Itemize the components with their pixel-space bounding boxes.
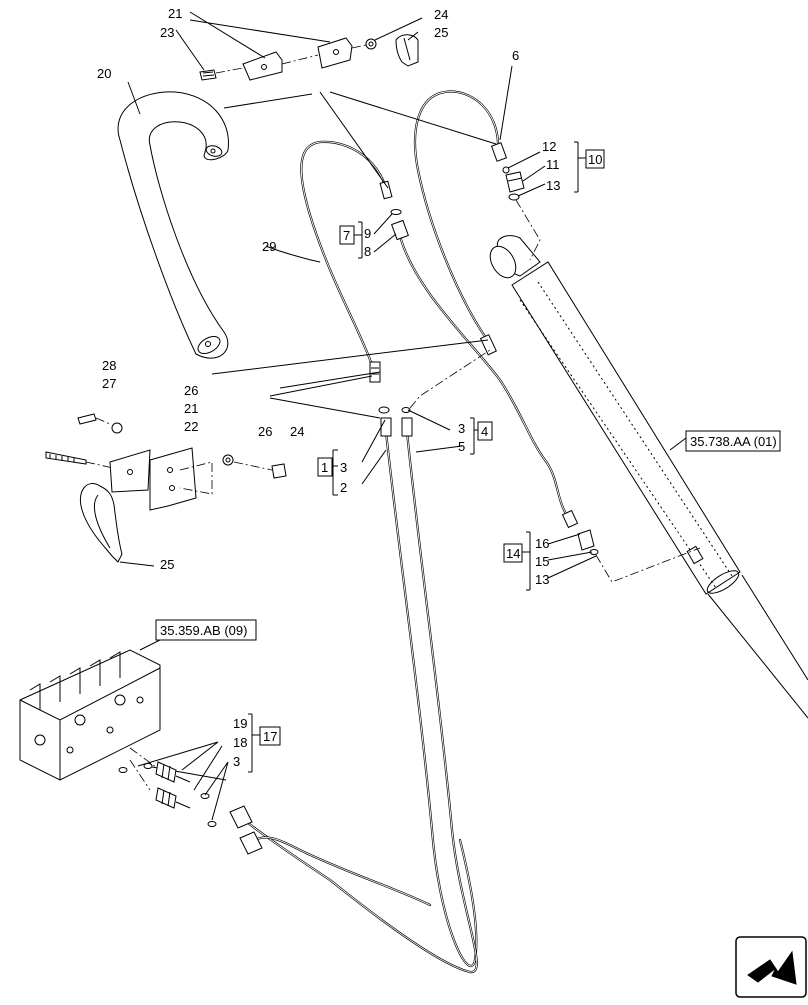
group-brackets <box>248 141 586 773</box>
callout-18: 18 <box>233 735 247 750</box>
callout-27: 27 <box>102 376 116 391</box>
group-10: 10 <box>588 152 602 167</box>
control-valve <box>19 649 217 827</box>
callout-20: 20 <box>97 66 111 81</box>
hose-29 <box>300 140 393 383</box>
callout-12: 12 <box>542 139 556 154</box>
callout-23: 23 <box>160 25 174 40</box>
top-bracket-group <box>199 34 419 81</box>
callout-16: 16 <box>535 536 549 551</box>
callout-9: 9 <box>364 226 371 241</box>
group-1: 1 <box>321 460 328 475</box>
callout-labels: 21 23 24 25 6 20 12 11 13 9 8 29 28 27 2… <box>97 6 560 769</box>
callout-26b: 26 <box>258 424 272 439</box>
fittings-7 <box>390 209 402 215</box>
callout-2: 2 <box>340 480 347 495</box>
group-7: 7 <box>343 228 350 243</box>
reference-boxes: 35.738.AA (01) 35.359.AB (09) <box>155 430 781 641</box>
callout-29: 29 <box>262 239 276 254</box>
group-17: 17 <box>263 729 277 744</box>
group-4: 4 <box>481 424 488 439</box>
ref-cylinder: 35.738.AA (01) <box>690 434 777 449</box>
hose-guard-20 <box>117 91 229 359</box>
callout-25b: 25 <box>160 557 174 572</box>
callout-6: 6 <box>512 48 519 63</box>
callout-13: 13 <box>546 178 560 193</box>
callout-25: 25 <box>434 25 448 40</box>
callout-19: 19 <box>233 716 247 731</box>
callout-5: 5 <box>458 439 465 454</box>
callout-24: 24 <box>434 7 448 22</box>
callout-15: 15 <box>535 554 549 569</box>
ref-valve: 35.359.AB (09) <box>160 623 247 638</box>
callout-11: 11 <box>546 157 560 172</box>
callout-21: 21 <box>168 6 182 21</box>
left-bracket-group <box>45 413 287 567</box>
long-hoses-2-5 <box>229 417 478 974</box>
boxed-callouts: 10 7 4 1 14 17 <box>259 149 605 746</box>
callout-21b: 21 <box>184 401 198 416</box>
callout-28: 28 <box>102 358 116 373</box>
fittings-1-4 <box>378 349 491 414</box>
group-14: 14 <box>506 546 520 561</box>
hose-8 <box>390 219 579 529</box>
next-page-arrow-icon[interactable] <box>735 936 807 998</box>
leader-lines <box>127 11 687 821</box>
callout-22: 22 <box>184 419 198 434</box>
callout-13b: 13 <box>535 572 549 587</box>
callout-3b: 3 <box>340 460 347 475</box>
fittings-10 <box>502 166 541 261</box>
callout-3a: 3 <box>458 421 465 436</box>
callout-24b: 24 <box>290 424 304 439</box>
callout-3c: 3 <box>233 754 240 769</box>
hose-6 <box>413 90 508 356</box>
hydraulic-cylinder <box>489 235 808 719</box>
callout-26: 26 <box>184 383 198 398</box>
callout-8: 8 <box>364 244 371 259</box>
